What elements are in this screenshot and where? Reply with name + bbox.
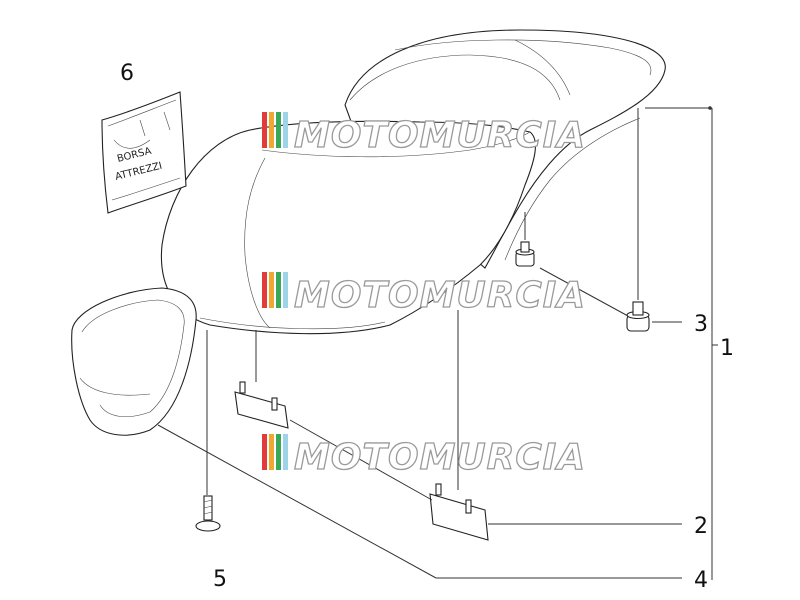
callout-5: 5 — [213, 567, 227, 592]
watermark-stripe-blue — [283, 434, 288, 470]
seat-rear-bottom-edge — [504, 117, 641, 261]
watermark-text: MOTOMURCIA — [294, 115, 586, 156]
watermark-stripe-red — [262, 272, 267, 308]
tool-bag-fold-3 — [111, 177, 181, 201]
watermark-stripe-orange — [269, 112, 274, 148]
latch-plate-left — [234, 381, 289, 429]
watermark-stripe-red — [262, 434, 267, 470]
watermark-middle: MOTOMURCIA — [262, 272, 586, 317]
watermark-stripe-green — [276, 112, 281, 148]
watermark-bottom: MOTOMURCIA — [262, 434, 586, 479]
latch-plate-right — [429, 483, 489, 541]
seat-rear-stitch — [349, 54, 561, 101]
watermark-stripe-orange — [269, 434, 274, 470]
rubber-buffer-upper — [515, 241, 535, 267]
rubber-buffer-lower — [626, 301, 650, 332]
seat-front-rim — [199, 317, 386, 330]
watermark-text: MOTOMURCIA — [294, 437, 586, 478]
callout-6: 6 — [120, 61, 134, 86]
rubber-buffers — [515, 241, 650, 332]
callout-4: 4 — [694, 568, 708, 593]
tray-rim — [79, 377, 151, 396]
seat-front-inner-panel — [244, 157, 271, 329]
tray-inner-edge — [81, 299, 185, 418]
watermark-top: MOTOMURCIA — [262, 112, 586, 157]
watermark-stripe-red — [262, 112, 267, 148]
seat-rear-side-crease — [514, 39, 571, 96]
tool-bag: BORSA ATTREZZI — [101, 91, 187, 214]
seat-front-section — [160, 120, 536, 335]
tool-bag-fold-1 — [107, 99, 177, 127]
callout-3: 3 — [694, 312, 708, 337]
seat-front-top-crease — [261, 131, 531, 158]
watermark-stripe-orange — [269, 272, 274, 308]
callout-1: 1 — [720, 336, 734, 361]
seat-rear-inner-edge — [394, 39, 652, 76]
watermark-stripe-green — [276, 434, 281, 470]
seat-assembly — [160, 29, 666, 335]
watermark-text: MOTOMURCIA — [294, 275, 586, 316]
watermark-stripe-blue — [283, 272, 288, 308]
tool-bag-fold-4 — [139, 111, 171, 137]
tool-bag-fold-2 — [113, 139, 151, 149]
screw — [195, 495, 221, 532]
tray-outline — [71, 287, 197, 436]
watermark-stripe-green — [276, 272, 281, 308]
callout-2: 2 — [694, 514, 708, 539]
watermark-stripe-blue — [283, 112, 288, 148]
leader-lines — [157, 106, 718, 580]
latch-plates — [234, 381, 489, 541]
seat-base-tray — [71, 287, 197, 436]
